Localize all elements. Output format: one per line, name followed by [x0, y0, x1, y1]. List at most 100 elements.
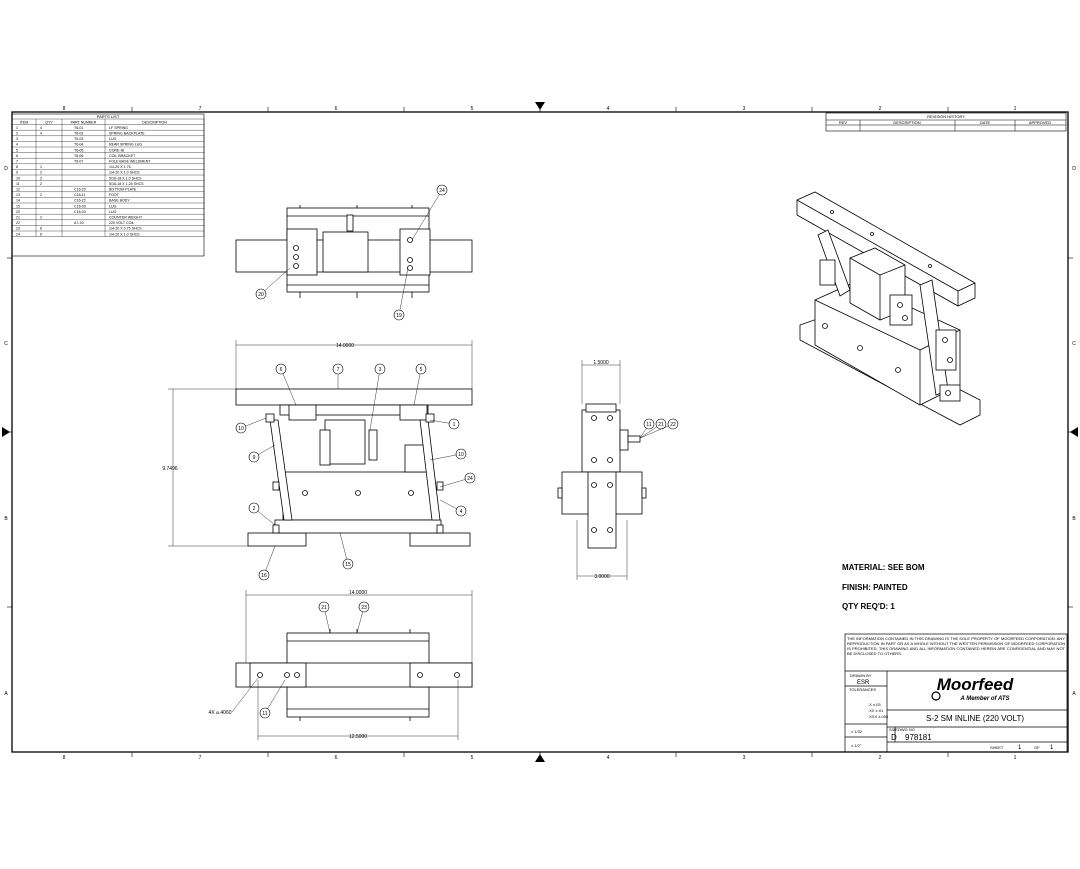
- side-dim-top: 1.5000: [593, 360, 609, 366]
- table-cell: 8: [16, 165, 18, 169]
- table-cell: C16-22: [74, 199, 86, 203]
- balloon: 23: [356, 601, 370, 634]
- revision-history-table: REVISION HISTORY REV DESCRIPTION DATE AP…: [825, 112, 1067, 132]
- zone-label-bottom: 5: [471, 755, 474, 761]
- table-cell: 5/16-18 X 1.0 SHCS: [109, 176, 142, 180]
- balloon: 10: [429, 448, 467, 461]
- zone-label-top: 5: [471, 106, 474, 112]
- table-cell: 10: [16, 176, 20, 180]
- balloon-label: 23: [361, 605, 367, 611]
- zone-label-left: A: [4, 691, 8, 697]
- table-cell: 13: [16, 193, 20, 197]
- balloon-label: 6: [280, 367, 283, 373]
- company-tagline: A Member of ATS: [959, 696, 1009, 702]
- front-dim-width: 14.0000: [336, 343, 354, 349]
- balloon: 19: [393, 267, 409, 321]
- table-cell: 1: [16, 126, 18, 130]
- size-label: SIZE: [889, 727, 898, 732]
- drawing-title: S-2 SM INLINE (220 VOLT): [926, 714, 1024, 723]
- note-finish: FINISH: PAINTED: [842, 583, 908, 592]
- table-cell: 2: [16, 132, 18, 136]
- table-cell: 4: [16, 143, 18, 147]
- bottom-dim-bottom: 12.5000: [349, 734, 367, 740]
- table-cell: FOLE BASE WELDMENT: [109, 160, 151, 164]
- table-cell: 11: [16, 182, 20, 186]
- sheet-of: OF: [1034, 745, 1040, 750]
- zone-label-bottom: 2: [879, 755, 882, 761]
- table-cell: 2: [40, 176, 42, 180]
- size-value: D: [891, 733, 897, 742]
- zone-label-top: 1: [1014, 106, 1017, 112]
- bottom-dim-top: 14.0000: [349, 590, 367, 596]
- balloon-label: 19: [396, 313, 402, 319]
- isometric-view: [796, 191, 981, 426]
- balloon: 24: [439, 472, 476, 488]
- table-cell: C16-11: [74, 193, 86, 197]
- table-cell: 2: [40, 193, 42, 197]
- balloon-label: 4: [460, 509, 463, 515]
- table-cell: COIL BRACKET: [109, 154, 136, 158]
- balloon-label: 16: [261, 573, 267, 579]
- table-cell: 6: [40, 227, 42, 231]
- zone-label-bottom: 7: [199, 755, 202, 761]
- table-cell: 1/4-20 X 0.75 SHCS: [109, 227, 142, 231]
- revision-history-title: REVISION HISTORY: [927, 114, 965, 119]
- table-cell: A7-20: [74, 221, 84, 225]
- table-cell: 5/16-18 X 1.25 SHCS: [109, 182, 144, 186]
- balloon-label: 20: [258, 292, 264, 298]
- front-view-dimensions: [168, 340, 473, 547]
- balloon: 2: [248, 502, 276, 526]
- balloon-label: 10: [238, 426, 244, 432]
- balloon-label: 15: [345, 562, 351, 568]
- balloon: 15: [339, 532, 354, 570]
- drawn-by-label: DRAWN BY: [850, 673, 872, 678]
- bottom-view: [235, 629, 473, 721]
- bottom-dim-hole: 4X ⌀.4060: [208, 710, 231, 716]
- balloon-label: 1: [453, 422, 456, 428]
- balloon: 22: [639, 418, 679, 439]
- table-cell: 23: [16, 227, 20, 231]
- rev-header-date: DATE: [980, 120, 991, 125]
- balloon-label: 2: [253, 506, 256, 512]
- rev-header-approved: APPROVED: [1029, 120, 1051, 125]
- table-cell: 2: [40, 216, 42, 220]
- balloon: 11: [639, 418, 655, 439]
- table-cell: T6-06: [74, 154, 83, 158]
- balloon: 3: [369, 363, 386, 431]
- table-cell: 1/4-20 X 1.0 SHCS: [109, 171, 140, 175]
- center-arrows: [2, 102, 1078, 762]
- table-cell: 5: [16, 148, 18, 152]
- table-cell: FOOT: [109, 193, 120, 197]
- balloon: 6: [275, 363, 297, 406]
- zone-label-right: D: [1072, 166, 1076, 172]
- zone-label-bottom: 4: [607, 755, 610, 761]
- zone-label-bottom: 1: [1014, 755, 1017, 761]
- zone-label-bottom: 3: [743, 755, 746, 761]
- parts-list-title: PARTS LIST: [97, 114, 120, 119]
- zone-label-top: 8: [63, 106, 66, 112]
- zone-label-top: 6: [335, 106, 338, 112]
- balloon-label: 21: [321, 605, 327, 611]
- rev-header-description: DESCRIPTION: [893, 120, 920, 125]
- balloon-label: 5: [420, 367, 423, 373]
- front-view: [235, 388, 473, 547]
- table-cell: C16-03: [74, 204, 86, 208]
- tolerance-line-2: .XX ±.01: [868, 708, 884, 713]
- tolerances-label: TOLERANCES: [849, 687, 876, 692]
- table-cell: T6-05: [74, 148, 83, 152]
- balloon: 5: [413, 363, 427, 406]
- dwg-no-label: DWG NO: [898, 727, 915, 732]
- tolerance-line-3: .XXX ±.005: [868, 714, 889, 719]
- table-cell: 24: [16, 232, 20, 236]
- zone-label-right: B: [1072, 516, 1076, 522]
- table-cell: LUG: [109, 137, 117, 141]
- side-view: [557, 403, 647, 549]
- table-cell: 220 VOLT COIL: [109, 221, 134, 225]
- balloon: 1: [429, 418, 460, 430]
- bottom-view-dimensions: [231, 590, 473, 740]
- table-cell: 4: [40, 126, 42, 130]
- zone-label-top: 4: [607, 106, 610, 112]
